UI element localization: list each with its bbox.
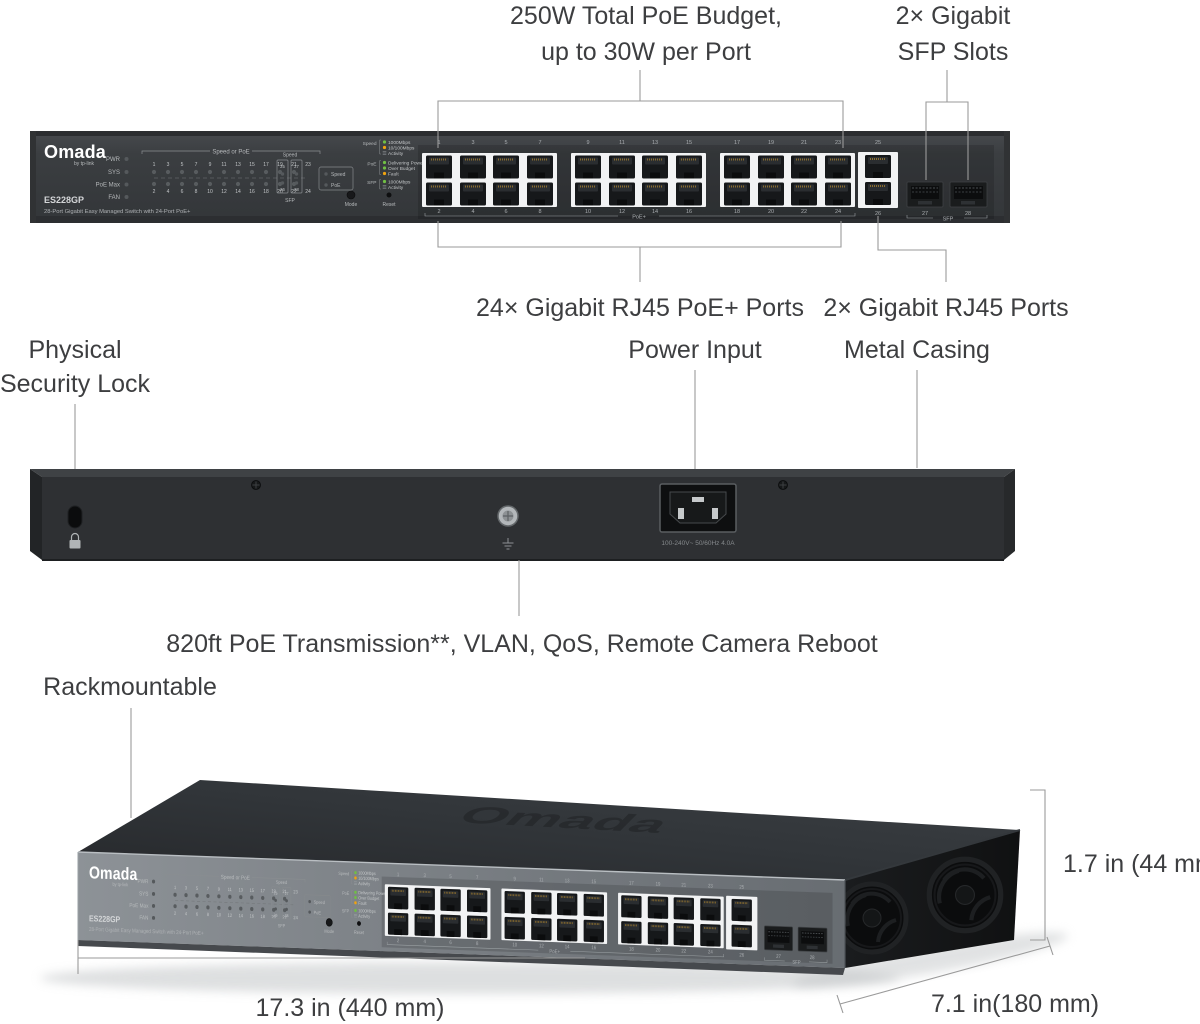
lock-icon [69, 532, 81, 549]
poe-budget-callout-line [437, 70, 844, 148]
depth-dimension-line [836, 936, 1054, 1014]
perspective-view: Omada [40, 780, 1068, 994]
callout-rj45-ports: 2× Gigabit RJ45 Ports [823, 216, 1069, 322]
callout-rj45-poe-ports: 24× Gigabit RJ45 PoE+ Ports [437, 221, 842, 322]
depth-dimension-label: 7.1 in(180 mm) [931, 990, 1099, 1018]
rj45-uplink-callout-line [877, 216, 947, 282]
callout-metal-casing: Metal Casing [844, 336, 990, 468]
ground-symbol-icon [502, 538, 514, 550]
height-dimension-label: 1.7 in (44 mm) [1063, 850, 1200, 878]
features-label: 820ft PoE Transmission**, VLAN, QoS, Rem… [166, 630, 877, 658]
power-rating-label: 100-240V~ 50/60Hz 4.0A [661, 540, 735, 547]
dimension-width: 17.3 in (440 mm) [77, 940, 585, 1022]
power-input-label: Power Input [628, 336, 761, 364]
callout-physical-lock: Physical Security Lock [0, 336, 151, 505]
poe-budget-label-line2: up to 30W per Port [541, 38, 751, 66]
physical-lock-label-line1: Physical [28, 336, 121, 364]
callout-sfp-slots: 2× Gigabit SFP Slots [896, 2, 1011, 180]
sfp-slots-callout-line [925, 70, 969, 180]
sfp-slots-label-line1: 2× Gigabit [896, 2, 1011, 30]
kensington-lock-slot [67, 505, 83, 529]
callout-poe-budget: 250W Total PoE Budget, up to 30W per Por… [437, 2, 844, 148]
rear-view: 100-240V~ 50/60Hz 4.0A [30, 469, 1015, 561]
width-dimension-line [77, 940, 585, 974]
rj45-poe-ports-label: 24× Gigabit RJ45 PoE+ Ports [476, 294, 804, 322]
shadow [40, 962, 900, 994]
sfp-slots-label-line2: SFP Slots [898, 38, 1009, 66]
top-face [78, 780, 1020, 880]
front-view [30, 131, 1010, 223]
shadow [792, 932, 1068, 988]
grounding-screw [497, 505, 519, 527]
metal-casing-label: Metal Casing [844, 336, 990, 364]
width-dimension-label: 17.3 in (440 mm) [256, 994, 445, 1022]
callout-rackmountable: Rackmountable [43, 673, 217, 818]
rj45-poe-callout-line [437, 221, 842, 282]
callout-features: 820ft PoE Transmission**, VLAN, QoS, Rem… [166, 560, 878, 658]
poe-budget-label-line1: 250W Total PoE Budget, [510, 2, 782, 30]
side-top-edge [844, 829, 1021, 881]
rj45-ports-label: 2× Gigabit RJ45 Ports [823, 294, 1068, 322]
callout-power-input: Power Input [628, 336, 762, 469]
screw-icon [778, 480, 788, 490]
physical-lock-label-line2: Security Lock [0, 370, 151, 398]
dimension-depth: 7.1 in(180 mm) [836, 936, 1099, 1018]
screw-icon [251, 480, 261, 490]
front-top-edge-highlight [77, 851, 846, 881]
power-inlet [659, 483, 737, 533]
dimension-height: 1.7 in (44 mm) [1030, 789, 1200, 941]
rackmountable-label: Rackmountable [43, 673, 217, 701]
height-dimension-bracket [1030, 789, 1046, 941]
